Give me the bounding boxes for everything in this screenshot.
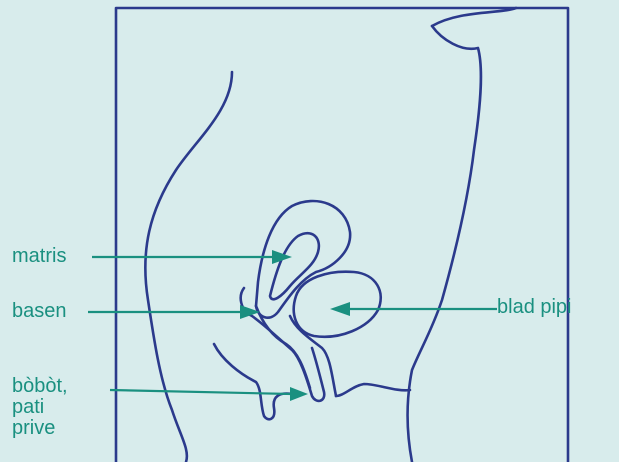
labia-outline	[336, 384, 410, 396]
abdomen-fold	[432, 8, 516, 26]
blad-pipi-arrowhead	[330, 302, 350, 316]
label-bobot-line2: pati	[12, 397, 68, 418]
label-bobot-pati-prive: bòbòt, pati prive	[12, 376, 68, 439]
matris-arrowhead	[272, 250, 292, 264]
back-outline	[145, 72, 232, 462]
abdomen-outline	[408, 26, 481, 462]
bobot-arrowhead	[290, 387, 308, 401]
bobot-pointer-line	[110, 390, 292, 394]
label-bobot-line1: bòbòt,	[12, 376, 68, 397]
label-matris: matris	[12, 246, 66, 267]
label-basen: basen	[12, 301, 67, 322]
label-blad-pipi: blad pipi	[497, 297, 572, 318]
label-bobot-line3: prive	[12, 418, 68, 439]
bladder-outline	[294, 272, 381, 337]
perineum-outline	[214, 344, 292, 419]
uterus-outer	[256, 201, 350, 318]
